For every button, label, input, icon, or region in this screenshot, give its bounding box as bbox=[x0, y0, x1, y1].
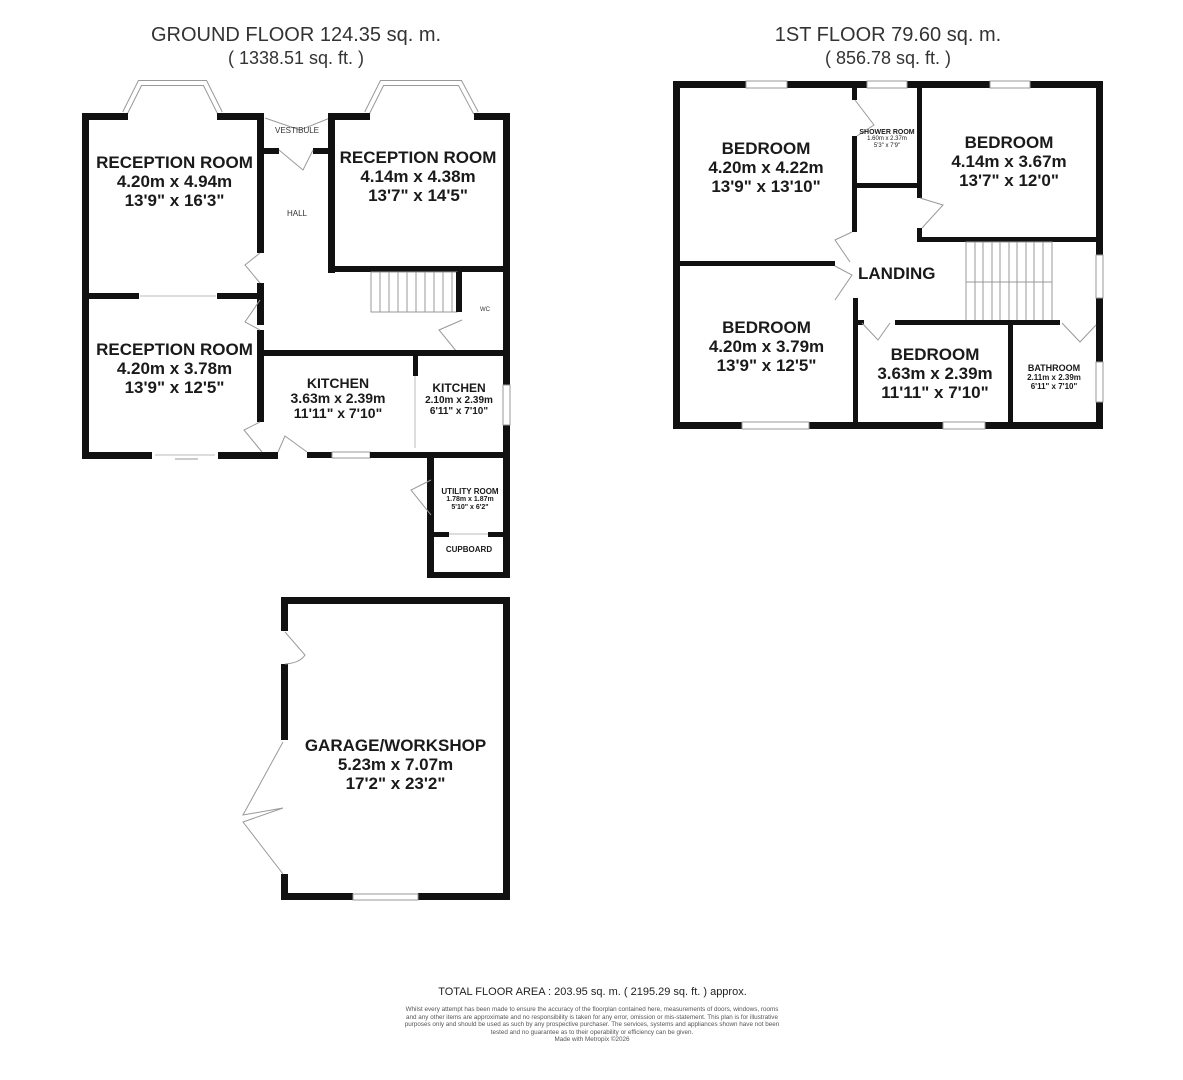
credit-text: Made with Metropix ©2026 bbox=[554, 1036, 630, 1044]
bay-window-right bbox=[364, 80, 479, 115]
room-reception-front-left: RECEPTION ROOM 4.20m x 4.94m 13'9" x 16'… bbox=[96, 153, 253, 210]
room-vestibule: VESTIBULE bbox=[274, 126, 319, 135]
room-garage-workshop: GARAGE/WORKSHOP 5.23m x 7.07m 17'2" x 23… bbox=[304, 736, 487, 793]
ground-floor-area-sqft: ( 1338.51 sq. ft. ) bbox=[227, 48, 365, 68]
staircase-ground bbox=[370, 271, 458, 313]
disclaimer-text: Whilst every attempt has been made to en… bbox=[404, 1006, 780, 1036]
ground-floor-heading: GROUND FLOOR 124.35 sq. m. ( 1338.51 sq.… bbox=[96, 24, 496, 70]
room-hall: HALL bbox=[286, 209, 307, 218]
room-utility: UTILITY ROOM 1.78m x 1.87m 5'10" x 6'2" bbox=[441, 487, 499, 512]
room-shower: SHOWER ROOM 1.60m x 2.37m 5'3" x 7'9" bbox=[859, 129, 915, 149]
room-kitchen-main: KITCHEN 3.63m x 2.39m 11'11" x 7'10" bbox=[290, 375, 386, 421]
total-floor-area: TOTAL FLOOR AREA : 203.95 sq. m. ( 2195.… bbox=[438, 986, 747, 998]
room-landing: LANDING bbox=[858, 264, 936, 283]
first-floor-heading: 1ST FLOOR 79.60 sq. m. ( 856.78 sq. ft. … bbox=[688, 24, 1088, 70]
first-floor-title: 1ST FLOOR 79.60 sq. m. bbox=[774, 24, 1002, 46]
garage-plan bbox=[242, 597, 510, 901]
bay-window-left bbox=[122, 80, 223, 115]
room-bedroom-rear-middle: BEDROOM 3.63m x 2.39m 11'11" x 7'10" bbox=[877, 345, 993, 402]
ground-floor-plan bbox=[82, 80, 511, 578]
ground-floor-title: GROUND FLOOR 124.35 sq. m. bbox=[150, 24, 442, 46]
room-bedroom-front-right: BEDROOM 4.14m x 3.67m 13'7" x 12'0" bbox=[951, 133, 1067, 190]
room-bedroom-rear-left: BEDROOM 4.20m x 3.79m 13'9" x 12'5" bbox=[708, 318, 825, 375]
staircase-first bbox=[965, 241, 1053, 323]
first-floor-area-sqft: ( 856.78 sq. ft. ) bbox=[824, 48, 952, 68]
disclaimer: Whilst every attempt has been made to en… bbox=[402, 1006, 782, 1044]
room-wc: WC bbox=[480, 307, 490, 313]
room-reception-front-right: RECEPTION ROOM 4.14m x 4.38m 13'7" x 14'… bbox=[339, 148, 497, 205]
room-reception-rear: RECEPTION ROOM 4.20m x 3.78m 13'9" x 12'… bbox=[96, 340, 253, 397]
room-bathroom: BATHROOM 2.11m x 2.39m 6'11" x 7'10" bbox=[1027, 363, 1081, 392]
first-floor-plan bbox=[673, 80, 1104, 430]
room-cupboard: CUPBOARD bbox=[445, 545, 493, 554]
room-kitchen-annex: KITCHEN 2.10m x 2.39m 6'11" x 7'10" bbox=[425, 381, 493, 418]
room-bedroom-front-left: BEDROOM 4.20m x 4.22m 13'9" x 13'10" bbox=[708, 139, 824, 196]
